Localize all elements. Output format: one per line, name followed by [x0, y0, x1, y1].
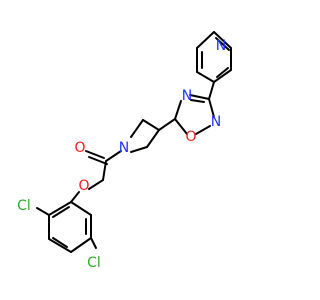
molecule-structure: N N N O N O O Cl Cl [0, 0, 300, 300]
oxadiazole-ring [174, 94, 215, 135]
bond [208, 81, 215, 100]
pyridine-ring [196, 31, 232, 83]
bond [174, 118, 188, 135]
bond [216, 67, 229, 78]
bond [208, 98, 215, 118]
bond [142, 119, 160, 131]
bond [146, 129, 160, 148]
bond [189, 94, 210, 100]
bond [36, 207, 50, 216]
dichlorophenyl-ring [48, 201, 92, 253]
atom-chlorine-para: Cl [87, 255, 101, 271]
bond [196, 71, 215, 83]
bond [52, 237, 68, 248]
bond [88, 156, 108, 165]
bond [174, 100, 182, 120]
bond [196, 31, 215, 49]
bond [213, 69, 232, 83]
atom-oxygen-carbonyl: O [74, 140, 85, 156]
bond [195, 125, 211, 135]
bond [105, 150, 122, 162]
atom-nitrogen-oxadiazole: N [211, 114, 221, 130]
bond [190, 99, 205, 103]
bond [215, 37, 230, 51]
bond [213, 31, 232, 49]
atom-oxygen-ether: O [78, 178, 89, 194]
bond [130, 119, 144, 138]
atom-nitrogen-pyridine: N [216, 38, 226, 54]
bond [130, 146, 148, 153]
bond [102, 160, 107, 181]
atom-chlorine-ortho: Cl [17, 198, 31, 214]
bond [48, 201, 72, 216]
bond [70, 191, 80, 203]
bond [158, 118, 176, 131]
bond [48, 238, 72, 253]
atom-nitrogen-azetidine: N [119, 140, 129, 156]
azetidine-ring [130, 118, 176, 153]
atom-nitrogen-oxadiazole: N [182, 88, 192, 104]
atom-oxygen-oxadiazole: O [185, 129, 196, 145]
bond [70, 237, 92, 253]
background [0, 0, 300, 300]
bond [90, 237, 97, 249]
bond [70, 201, 92, 216]
molecule-svg: N N N O N O O Cl Cl [0, 0, 300, 300]
bond [52, 206, 70, 218]
bond [88, 179, 104, 190]
bond [85, 150, 105, 159]
